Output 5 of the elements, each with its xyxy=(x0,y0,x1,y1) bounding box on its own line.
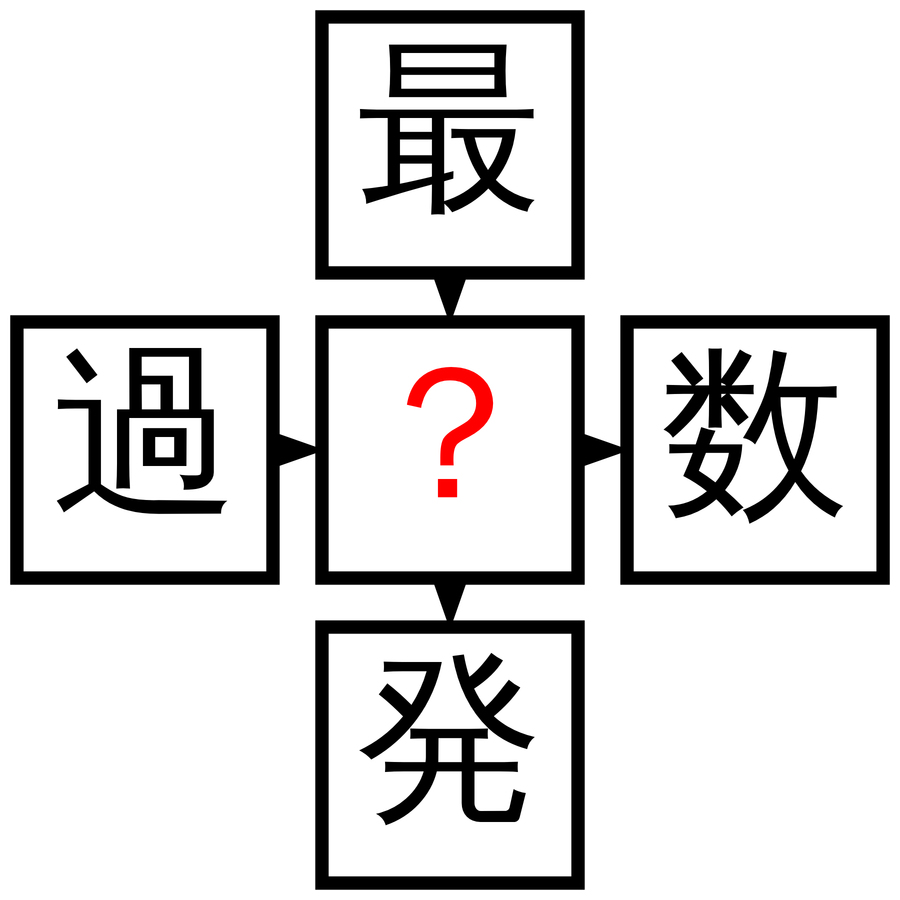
node-box: 発 xyxy=(315,620,585,890)
node-box: ？ xyxy=(315,315,585,585)
node-box: 過 xyxy=(10,315,280,585)
node-box: 最 xyxy=(315,10,585,280)
node-box: 数 xyxy=(620,315,890,585)
